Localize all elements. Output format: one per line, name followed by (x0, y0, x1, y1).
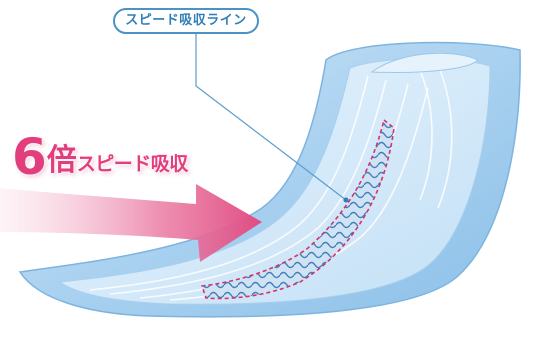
headline-text: スピード吸収 (76, 152, 190, 177)
callout-label: スピード吸収ライン (113, 8, 259, 34)
arrow-icon (0, 184, 262, 262)
callout-leader-line (195, 34, 347, 201)
speed-absorption-zone (200, 118, 395, 300)
pad-inner (58, 58, 491, 305)
headline: 6倍スピード吸収 (11, 127, 190, 188)
headline-number: 6 (11, 127, 48, 188)
callout-anchor-dot (343, 197, 349, 203)
pad-leak-guard (370, 52, 479, 73)
headline-multiplier: 倍 (46, 142, 79, 180)
